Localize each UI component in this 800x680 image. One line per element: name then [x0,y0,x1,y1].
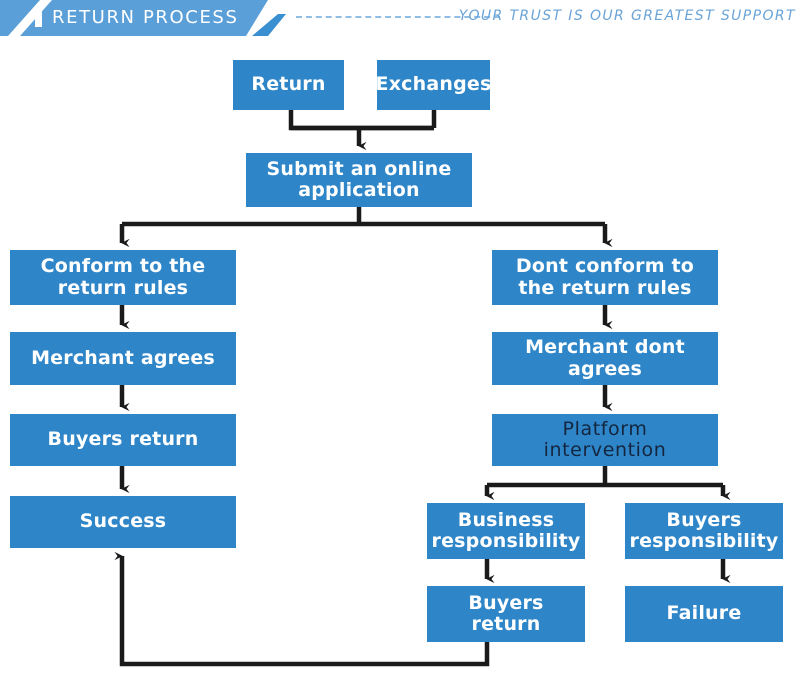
header-banner: RETURN PROCESS YOUR TRUST IS OUR GREATES… [0,0,800,36]
node-return[interactable]: Return [233,60,344,110]
node-success[interactable]: Success [10,496,236,548]
edge-return-to-submit [288,110,434,131]
node-exchanges[interactable]: Exchanges [376,60,491,110]
node-merchant-agrees[interactable]: Merchant agrees [10,332,236,385]
node-conform-to-return-rules[interactable]: Conform to the return rules [10,250,236,305]
node-business-responsibility[interactable]: Business responsibility [427,503,585,559]
node-buyers-responsibility[interactable]: Buyers responsibility [625,503,783,559]
banner-dashed-rule [296,16,500,18]
node-dont-conform-to-return-rules[interactable]: Dont conform to the return rules [492,250,718,305]
node-buyers-return-right[interactable]: Buyers return [427,586,585,642]
node-platform-intervention[interactable]: Platform intervention [492,414,718,466]
node-failure[interactable]: Failure [625,586,783,642]
page-title: RETURN PROCESS [52,7,239,28]
banner-shape [0,0,290,36]
node-submit-application[interactable]: Submit an online application [246,153,472,207]
header-tagline: YOUR TRUST IS OUR GREATEST SUPPORT [458,8,796,24]
node-buyers-return-left[interactable]: Buyers return [10,414,236,466]
banner-tick-marker [35,9,42,27]
node-merchant-dont-agrees[interactable]: Merchant dont agrees [492,332,718,385]
